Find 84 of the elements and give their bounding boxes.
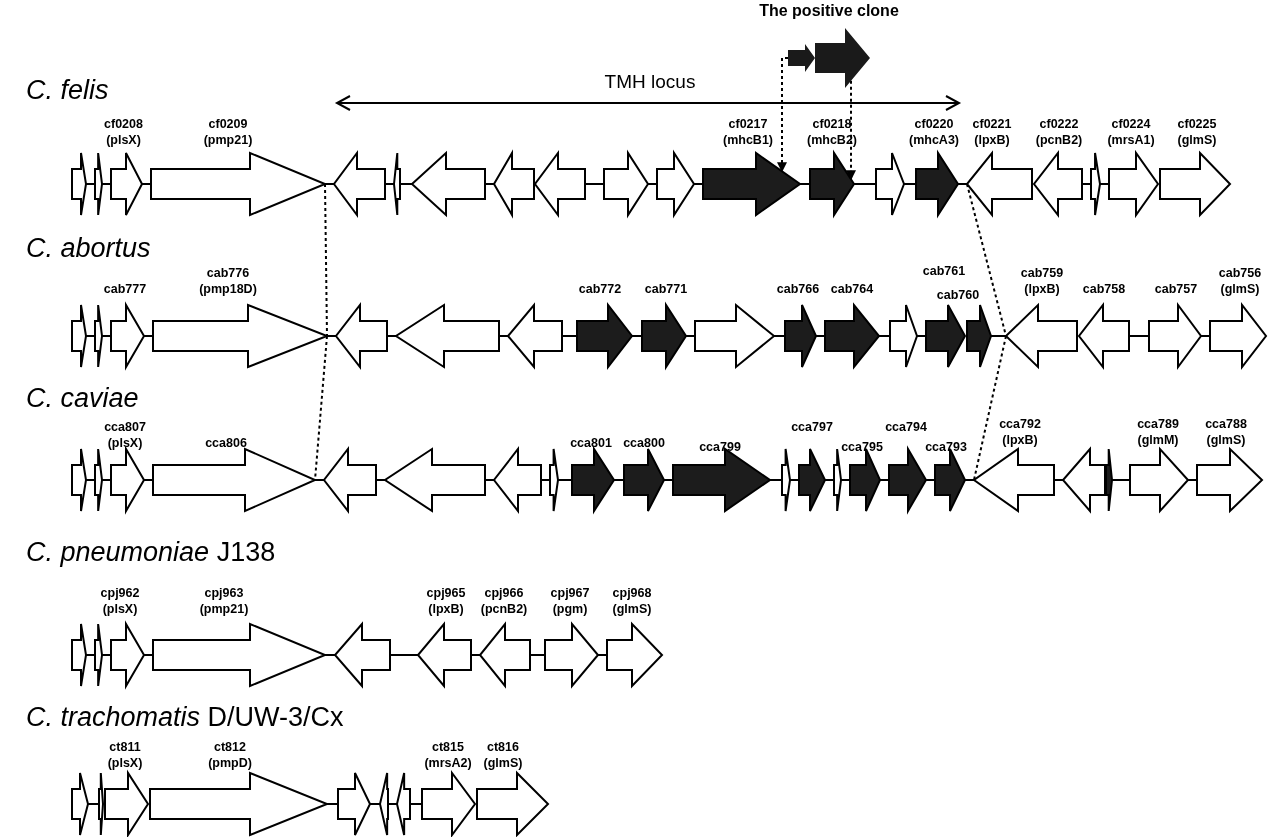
gene-label: (plsX) xyxy=(101,601,139,617)
gene-label: cca795 xyxy=(841,439,883,455)
gene-label: (glmS) xyxy=(483,755,523,771)
gene-label: (plsX) xyxy=(107,755,143,771)
gene-label: (pcnB2) xyxy=(480,601,528,617)
gene-label: cf0222 xyxy=(1038,116,1080,132)
clone-title: The positive clone xyxy=(759,2,899,20)
gene-label: cca807 xyxy=(104,419,146,435)
gene-label: (glmS) xyxy=(1177,132,1217,148)
connector-line xyxy=(853,183,877,185)
gene-label: cab771 xyxy=(644,281,688,297)
gene-label: (glmS) xyxy=(1219,281,1261,297)
dotted-arrow xyxy=(846,79,856,181)
gene-label: cf0225 xyxy=(1177,116,1217,132)
gene-label: (pmp21) xyxy=(203,132,253,148)
dotted-line xyxy=(973,335,1007,481)
gene-label: (mrsA1) xyxy=(1107,132,1155,148)
connector-line xyxy=(1128,335,1150,337)
gene-label: cab759 xyxy=(1020,265,1064,281)
gene-label: cca794 xyxy=(885,419,927,435)
gene-label: ct816 xyxy=(486,739,520,755)
gene-label: (pmpD) xyxy=(208,755,252,771)
gene-label: (pgm) xyxy=(551,601,589,617)
gene-label: cab772 xyxy=(578,281,622,297)
species-label: C. felis xyxy=(26,74,109,106)
species-label: C. caviae xyxy=(26,382,139,414)
gene-label: (glmS) xyxy=(612,601,652,617)
gene-label: ct811 xyxy=(108,739,142,755)
gene-label: cpj966 xyxy=(483,585,525,601)
gene-label: (mrsA2) xyxy=(424,755,472,771)
gene-label: cf0220 xyxy=(913,116,955,132)
gene-label: ct812 xyxy=(213,739,247,755)
gene-label: cca789 xyxy=(1137,416,1179,432)
gene-label: cab764 xyxy=(830,281,874,297)
gene-label: (lpxB) xyxy=(1023,281,1061,297)
gene-label: cca801 xyxy=(570,435,612,451)
gene-label: cca797 xyxy=(791,419,833,435)
gene-label: cpj965 xyxy=(426,585,466,601)
gene-label: cpj968 xyxy=(612,585,652,601)
gene-label: (plsX) xyxy=(106,435,144,451)
gene-label: cab777 xyxy=(103,281,147,297)
gene-label: (glmM) xyxy=(1137,432,1179,448)
gene-label: cf0208 xyxy=(104,116,143,132)
connector-line xyxy=(389,654,419,656)
gene-label: cca806 xyxy=(205,435,247,451)
gene-label: cca792 xyxy=(999,416,1041,432)
gene-label: (pmp21) xyxy=(199,601,249,617)
gene-label: cca800 xyxy=(623,435,665,451)
gene-label: cca799 xyxy=(699,439,741,455)
gene-label: cab758 xyxy=(1082,281,1126,297)
gene-label: (mhcB1) xyxy=(723,132,773,148)
species-label: C. pneumoniae J138 xyxy=(26,536,276,568)
gene-label: (plsX) xyxy=(105,132,142,148)
gene-label: cpj963 xyxy=(203,585,245,601)
gene-label: cpj962 xyxy=(100,585,140,601)
species-label: C. abortus xyxy=(26,232,151,264)
gene-label: cab760 xyxy=(936,287,980,303)
gene-label: cf0224 xyxy=(1110,116,1152,132)
gene-label: cca793 xyxy=(925,439,967,455)
gene-label: cf0218 xyxy=(811,116,853,132)
connector-line xyxy=(584,183,605,185)
gene-label: cab761 xyxy=(922,263,966,279)
gene-label: cab776 xyxy=(205,265,251,281)
gene-label: (lpxB) xyxy=(973,132,1011,148)
gene-label: (glmS) xyxy=(1205,432,1247,448)
gene-label: (mhcA3) xyxy=(909,132,959,148)
gene-label: cpj967 xyxy=(550,585,590,601)
gene-label: cf0209 xyxy=(207,116,249,132)
dotted-line xyxy=(324,183,328,337)
gene-label: (lpxB) xyxy=(427,601,465,617)
gene-label: cf0221 xyxy=(972,116,1012,132)
gene-label: (pcnB2) xyxy=(1035,132,1083,148)
gene-label: (mhcB2) xyxy=(807,132,857,148)
gene-label: cab756 xyxy=(1218,265,1262,281)
gene-label: ct815 xyxy=(431,739,465,755)
gene-label: cab766 xyxy=(776,281,820,297)
gene-label: (lpxB) xyxy=(1001,432,1039,448)
dotted-arrow xyxy=(777,57,789,173)
gene-label: (pmp18D) xyxy=(199,281,257,297)
gene-label: cf0217 xyxy=(727,116,769,132)
species-label: C. trachomatis D/UW-3/Cx xyxy=(26,701,344,733)
locus-label: TMH locus xyxy=(604,71,696,93)
gene-label: cab757 xyxy=(1154,281,1198,297)
gene-label: cca788 xyxy=(1205,416,1247,432)
